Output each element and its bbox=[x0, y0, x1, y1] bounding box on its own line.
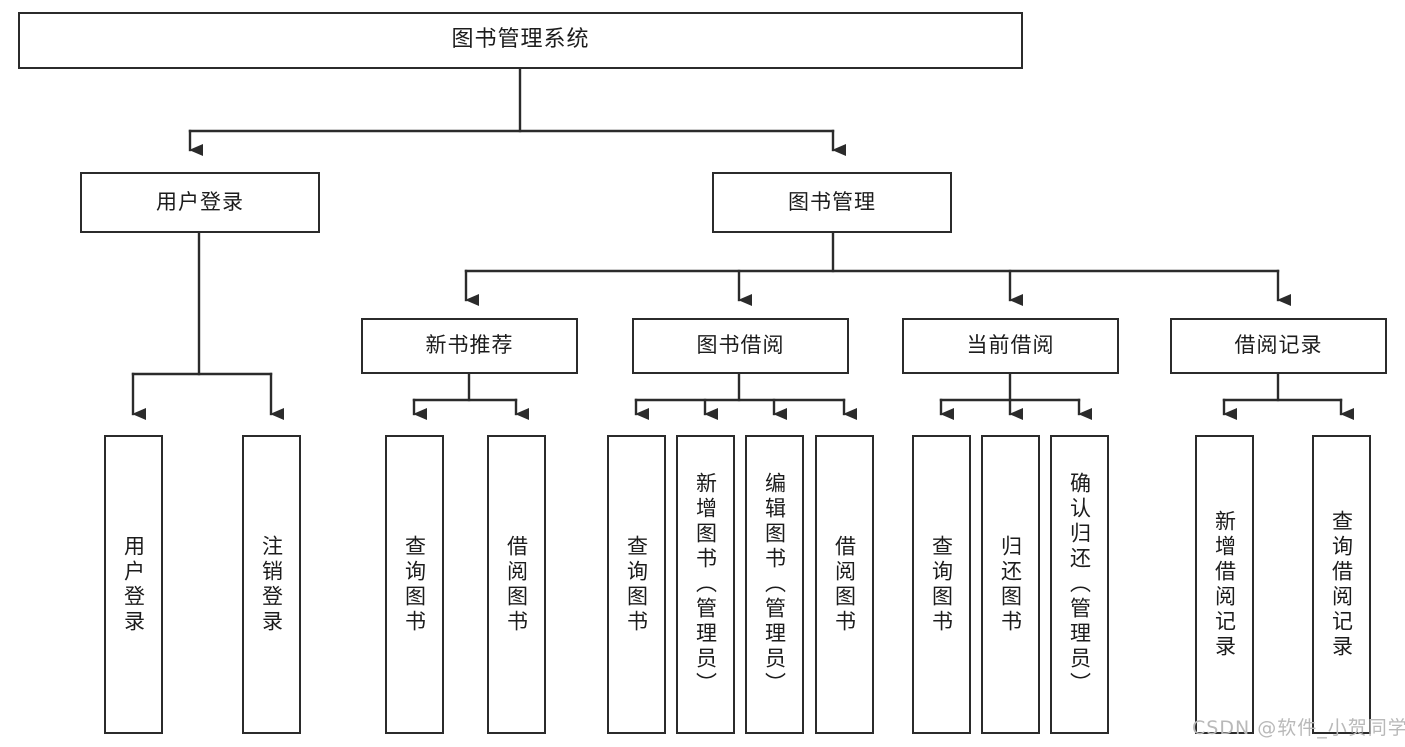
node-new-book-recommend-label: 新书推荐 bbox=[425, 333, 514, 358]
node-leaf-return-book[interactable]: 归还图书 bbox=[981, 435, 1040, 734]
node-leaf-borrow-book-2[interactable]: 借阅图书 bbox=[815, 435, 874, 734]
node-leaf-query-borrow-record[interactable]: 查询借阅记录 bbox=[1312, 435, 1371, 734]
node-current-borrow[interactable]: 当前借阅 bbox=[902, 318, 1119, 374]
node-leaf-query-book-3[interactable]: 查询图书 bbox=[912, 435, 971, 734]
node-leaf-user-login-label: 用户登录 bbox=[121, 534, 146, 635]
node-leaf-edit-book-admin-label: 编辑图书（管理员） bbox=[762, 472, 787, 697]
node-leaf-user-login[interactable]: 用户登录 bbox=[104, 435, 163, 734]
node-leaf-edit-book-admin[interactable]: 编辑图书（管理员） bbox=[745, 435, 804, 734]
node-borrow-record-label: 借阅记录 bbox=[1234, 333, 1323, 358]
node-leaf-confirm-return-admin[interactable]: 确认归还（管理员） bbox=[1050, 435, 1109, 734]
node-leaf-confirm-return-admin-label: 确认归还（管理员） bbox=[1067, 472, 1092, 697]
node-leaf-logout-login-label: 注销登录 bbox=[259, 534, 284, 635]
node-leaf-borrow-book-1[interactable]: 借阅图书 bbox=[487, 435, 546, 734]
node-leaf-query-book-1-label: 查询图书 bbox=[402, 534, 427, 635]
node-leaf-add-borrow-record-label: 新增借阅记录 bbox=[1212, 509, 1237, 660]
node-leaf-query-book-1[interactable]: 查询图书 bbox=[385, 435, 444, 734]
node-leaf-add-book-admin-label: 新增图书（管理员） bbox=[693, 472, 718, 697]
node-root-label: 图书管理系统 bbox=[451, 27, 590, 53]
node-new-book-recommend[interactable]: 新书推荐 bbox=[361, 318, 578, 374]
node-leaf-query-book-2[interactable]: 查询图书 bbox=[607, 435, 666, 734]
node-leaf-logout-login[interactable]: 注销登录 bbox=[242, 435, 301, 734]
node-leaf-add-borrow-record[interactable]: 新增借阅记录 bbox=[1195, 435, 1254, 734]
node-book-borrow-label: 图书借阅 bbox=[696, 333, 785, 358]
node-leaf-return-book-label: 归还图书 bbox=[998, 534, 1023, 635]
node-borrow-record[interactable]: 借阅记录 bbox=[1170, 318, 1387, 374]
node-user-login[interactable]: 用户登录 bbox=[80, 172, 320, 233]
node-leaf-add-book-admin[interactable]: 新增图书（管理员） bbox=[676, 435, 735, 734]
node-book-management-label: 图书管理 bbox=[788, 189, 876, 214]
node-leaf-borrow-book-1-label: 借阅图书 bbox=[504, 534, 529, 635]
node-user-login-label: 用户登录 bbox=[156, 189, 244, 214]
node-root[interactable]: 图书管理系统 bbox=[18, 12, 1023, 69]
node-book-borrow[interactable]: 图书借阅 bbox=[632, 318, 849, 374]
node-leaf-query-book-2-label: 查询图书 bbox=[624, 534, 649, 635]
node-leaf-borrow-book-2-label: 借阅图书 bbox=[832, 534, 857, 635]
csdn-watermark: CSDN @软件_小贺同学 bbox=[1192, 717, 1405, 739]
node-current-borrow-label: 当前借阅 bbox=[966, 333, 1055, 358]
node-book-management[interactable]: 图书管理 bbox=[712, 172, 952, 233]
node-leaf-query-book-3-label: 查询图书 bbox=[929, 534, 954, 635]
node-leaf-query-borrow-record-label: 查询借阅记录 bbox=[1329, 509, 1354, 660]
